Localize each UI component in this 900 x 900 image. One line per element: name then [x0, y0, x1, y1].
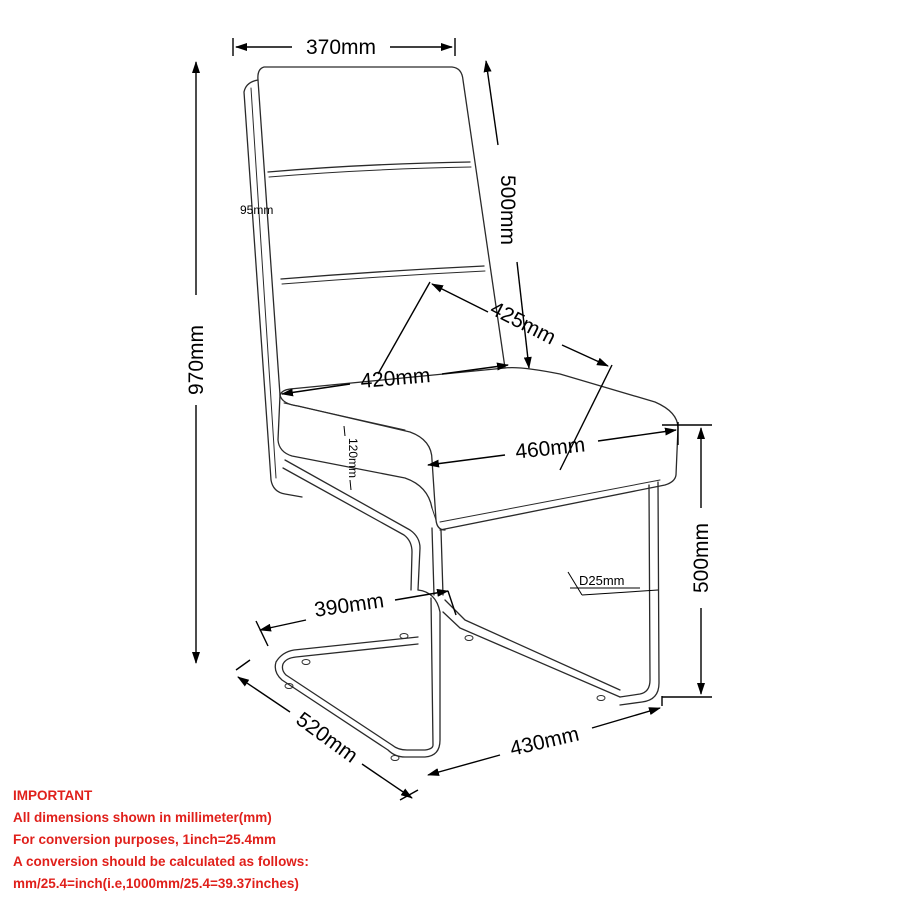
frame-base-right-rail — [442, 599, 621, 698]
backrest-stitch-lower — [280, 265, 485, 280]
notes-line-4: mm/25.4=inch(i.e,1000mm/25.4=39.37inches… — [13, 876, 299, 891]
chair-outline — [243, 66, 679, 761]
dim-seat-thickness: 120mm — [343, 425, 360, 491]
dim-seat-height: 500mm — [662, 424, 713, 698]
dim-backrest-width-label: 370mm — [306, 36, 376, 59]
frame-right-upright — [619, 481, 660, 706]
foot-glide-4 — [464, 635, 474, 641]
foot-glide-6 — [596, 695, 606, 701]
notes-line-1: All dimensions shown in millimeter(mm) — [13, 810, 272, 825]
frame-base-loop-inner — [281, 597, 434, 751]
dim-base-back-width: 390mm — [255, 588, 457, 647]
dim-backrest-width: 370mm — [232, 36, 456, 59]
dim-base-front-width: 430mm — [427, 696, 663, 776]
foot-glide-2 — [284, 683, 294, 689]
backrest-stitch-upper — [267, 161, 471, 173]
dim-base-depth-label: 520mm — [292, 708, 362, 768]
seat-front-edge — [279, 394, 446, 531]
backrest-back-shell — [243, 79, 303, 498]
foot-glide-1 — [301, 659, 311, 665]
dim-overall-height: 970mm — [185, 61, 208, 664]
notes-line-3: A conversion should be calculated as fol… — [13, 854, 309, 869]
dim-seat-width-back-label: 420mm — [360, 364, 432, 393]
dim-tube-diameter: D25mm — [567, 571, 659, 596]
notes-heading: IMPORTANT — [13, 788, 93, 803]
backrest-outline — [257, 66, 506, 396]
seat-right-bottom — [439, 479, 661, 523]
dim-overall-height-label: 970mm — [185, 325, 208, 395]
seat-front-piping — [283, 402, 406, 431]
conversion-notes: IMPORTANT All dimensions shown in millim… — [13, 785, 433, 895]
dim-base-front-width-label: 430mm — [508, 723, 581, 761]
notes-line-2: For conversion purposes, 1inch=25.4mm — [13, 832, 276, 847]
foot-glide-3 — [399, 633, 409, 639]
frame-left-upright-2 — [282, 467, 413, 591]
dim-seat-depth-label: 425mm — [487, 297, 560, 349]
foot-glide-5 — [390, 755, 400, 761]
seat-top — [279, 366, 679, 531]
dim-panel-height-label: 95mm — [240, 203, 273, 217]
dim-seat-height-label: 500mm — [690, 523, 713, 593]
backrest-back-edge — [250, 87, 277, 479]
dim-base-back-width-label: 390mm — [313, 589, 386, 622]
dim-seat-thickness-label: 120mm — [346, 438, 360, 478]
frame-front-upright — [431, 527, 444, 596]
dim-backrest-height-label: 500mm — [496, 175, 519, 245]
dim-seat-width-front-label: 460mm — [514, 433, 586, 463]
dim-seat-width-front: 460mm — [427, 422, 679, 468]
dim-base-depth: 520mm — [235, 659, 419, 801]
dim-seat-width-back: 420mm — [281, 362, 509, 397]
backrest-stitch-lower-2 — [281, 270, 486, 285]
dim-backrest-height: 500mm — [483, 60, 532, 369]
seat-bottom-edge — [431, 507, 437, 521]
dim-tube-diameter-label: D25mm — [579, 573, 625, 588]
backrest-stitch-upper-2 — [268, 166, 472, 178]
frame-left-upright — [284, 459, 421, 591]
seat-side — [277, 394, 433, 509]
